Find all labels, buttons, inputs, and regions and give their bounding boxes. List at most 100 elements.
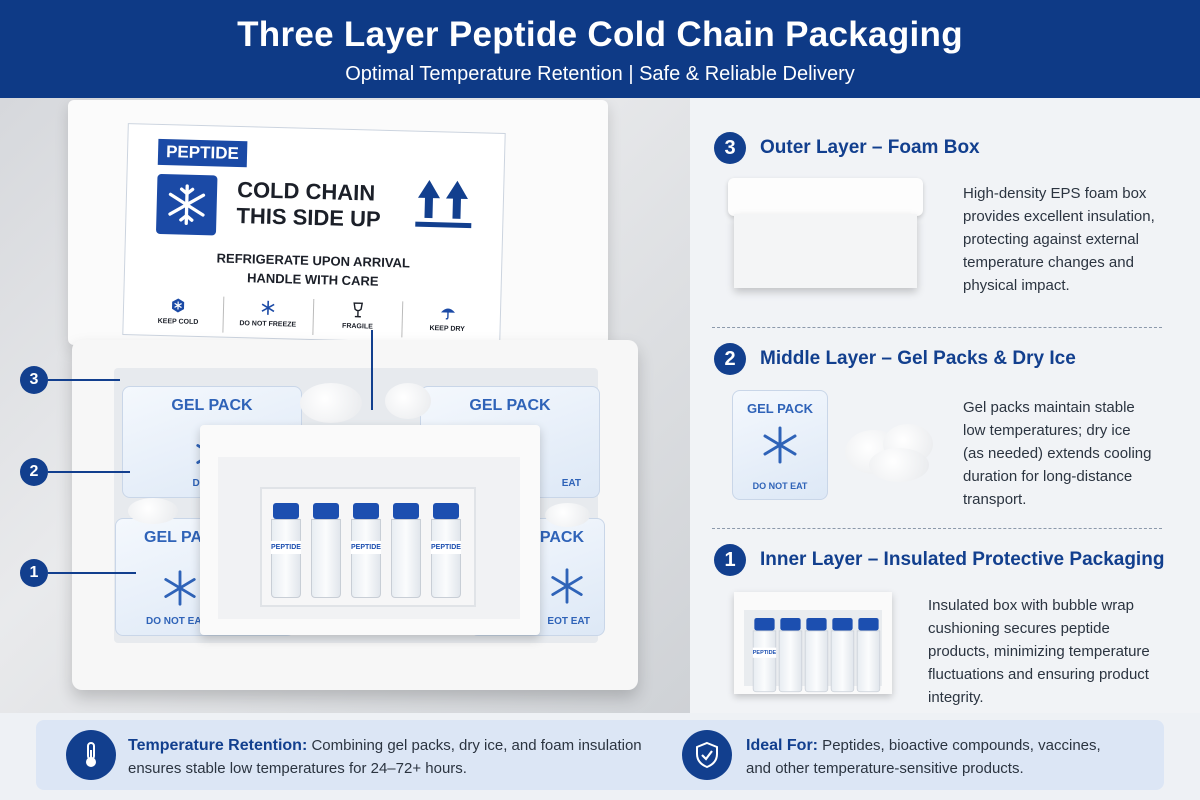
temperature-retention-text: Temperature Retention: Combining gel pac… xyxy=(128,734,642,780)
icon-label: KEEP DRY xyxy=(429,325,465,333)
vial-tray: PEPTIDE PEPTIDE PEPTIDE xyxy=(260,487,476,607)
umbrella-icon xyxy=(440,308,455,320)
text-line: transport. xyxy=(963,491,1027,508)
inner-box-image: PEPTIDE xyxy=(734,592,892,694)
dry-ice xyxy=(385,383,431,419)
heading-line-1: COLD CHAIN xyxy=(236,176,376,206)
peptide-vial xyxy=(390,503,422,598)
snowflake-icon xyxy=(551,568,583,604)
keep-dry-cell: KEEP DRY xyxy=(401,301,493,340)
section-description: Insulated box with bubble wrap cushionin… xyxy=(928,594,1150,709)
heading-line-2: THIS SIDE UP xyxy=(236,202,381,232)
gel-pack-warning: EOT EAT xyxy=(547,616,590,627)
foam-box-image xyxy=(728,178,923,290)
section-number: 2 xyxy=(714,343,746,375)
section-header-middle: 2 Middle Layer – Gel Packs & Dry Ice xyxy=(714,343,1076,375)
this-side-up-arrows-icon xyxy=(415,180,472,229)
vial-label: PEPTIDE xyxy=(752,647,777,658)
gel-pack-warning: DO NOT EAT xyxy=(146,616,207,627)
keep-cold-cell: KEEP COLD xyxy=(133,294,223,332)
text-line: low temperatures; dry ice xyxy=(963,422,1131,439)
icon-label: KEEP COLD xyxy=(157,317,199,327)
snowflake-icon xyxy=(261,300,275,315)
gel-pack-label: GEL PACK xyxy=(747,401,813,416)
text-line: High-density EPS foam box xyxy=(963,185,1147,202)
section-description: High-density EPS foam box provides excel… xyxy=(963,182,1155,297)
page-title: Three Layer Peptide Cold Chain Packaging xyxy=(237,15,963,54)
vial-label: PEPTIDE xyxy=(271,541,301,554)
text-line: Combining gel packs, dry ice, and foam i… xyxy=(307,737,642,754)
snowflake-icon xyxy=(155,173,218,236)
peptide-vial: PEPTIDE xyxy=(350,503,382,598)
dry-ice xyxy=(300,383,362,423)
text-line: products, minimizing temperature xyxy=(928,643,1150,660)
section-description: Gel packs maintain stable low temperatur… xyxy=(963,396,1151,511)
section-divider xyxy=(712,528,1162,529)
text-line: ensures stable low temperatures for 24–7… xyxy=(128,760,467,777)
text-line: temperature changes and xyxy=(963,254,1134,271)
section-number: 1 xyxy=(714,544,746,576)
callout-line xyxy=(48,572,136,574)
vial-label: PEPTIDE xyxy=(431,541,461,554)
page-subtitle: Optimal Temperature Retention | Safe & R… xyxy=(345,63,855,85)
icon-label: DO NOT FREEZE xyxy=(239,320,297,329)
callout-3: 3 xyxy=(20,366,48,394)
text-line: cushioning secures peptide xyxy=(928,620,1110,637)
section-title: Inner Layer – Insulated Protective Packa… xyxy=(760,549,1165,570)
text-line: (as needed) extends cooling xyxy=(963,445,1152,462)
gel-pack-warning: DO NOT EAT xyxy=(752,481,808,491)
text-line: protecting against external xyxy=(963,231,1139,248)
glass-icon xyxy=(353,302,363,318)
thermometer-icon xyxy=(66,730,116,780)
dry-ice-image xyxy=(835,416,945,486)
callout-line xyxy=(48,379,120,381)
ideal-for-label: Ideal For: xyxy=(746,737,819,754)
gel-pack-warning: EAT xyxy=(561,478,581,489)
gel-pack-image: GEL PACK DO NOT EAT xyxy=(732,390,828,500)
section-header-outer: 3 Outer Layer – Foam Box xyxy=(714,132,980,164)
cold-chain-heading: COLD CHAIN THIS SIDE UP xyxy=(236,177,382,233)
label-connector-line xyxy=(371,330,373,410)
callout-1: 1 xyxy=(20,559,48,587)
text-line: Peptides, bioactive compounds, vaccines, xyxy=(818,737,1101,754)
text-line: and other temperature-sensitive products… xyxy=(746,760,1024,777)
ideal-for-text: Ideal For: Peptides, bioactive compounds… xyxy=(746,734,1101,780)
gel-pack-label: GEL PACK xyxy=(469,397,551,414)
fragile-cell: FRAGILE xyxy=(311,298,403,338)
vial-label: PEPTIDE xyxy=(351,541,381,554)
callout-2: 2 xyxy=(20,458,48,486)
section-divider xyxy=(712,327,1162,328)
snowflake-icon xyxy=(763,426,797,464)
text-line: Insulated box with bubble wrap xyxy=(928,597,1134,614)
text-line: fluctuations and ensuring product xyxy=(928,666,1149,683)
dry-ice xyxy=(128,498,178,524)
header-banner: Three Layer Peptide Cold Chain Packaging… xyxy=(0,0,1200,98)
snowflake-icon xyxy=(164,570,196,606)
gel-pack-label: GEL PACK xyxy=(171,397,253,414)
icon-label: FRAGILE xyxy=(342,322,373,331)
gel-pack-label: PACK xyxy=(539,529,584,546)
text-line: Gel packs maintain stable xyxy=(963,399,1135,416)
dry-ice xyxy=(545,503,590,527)
snowflake-hexagon-icon xyxy=(172,298,185,313)
section-title: Outer Layer – Foam Box xyxy=(760,137,980,158)
section-number: 3 xyxy=(714,132,746,164)
do-not-freeze-cell: DO NOT FREEZE xyxy=(222,296,313,335)
temperature-retention-label: Temperature Retention: xyxy=(128,737,308,754)
text-line: integrity. xyxy=(928,689,984,706)
handling-icon-row: KEEP COLD DO NOT FREEZE FRAGILE KEEP DRY xyxy=(133,294,493,340)
peptide-vial: PEPTIDE xyxy=(430,503,462,598)
text-line: provides excellent insulation, xyxy=(963,208,1155,225)
peptide-vial: PEPTIDE xyxy=(270,503,302,598)
section-title: Middle Layer – Gel Packs & Dry Ice xyxy=(760,348,1076,369)
summary-bar: Temperature Retention: Combining gel pac… xyxy=(36,720,1164,790)
shipping-label: PEPTIDE COLD CHAIN THIS SIDE UP REFRIGER… xyxy=(122,123,506,345)
inner-insulated-box: PEPTIDE PEPTIDE PEPTIDE xyxy=(200,425,540,635)
callout-line xyxy=(48,471,130,473)
peptide-vial xyxy=(310,503,342,598)
text-line: duration for long-distance xyxy=(963,468,1133,485)
layer-details-panel: 3 Outer Layer – Foam Box High-density EP… xyxy=(690,98,1200,713)
text-line: physical impact. xyxy=(963,277,1070,294)
handling-instructions: REFRIGERATE UPON ARRIVAL HANDLE WITH CAR… xyxy=(125,246,502,294)
packaging-photo: PEPTIDE COLD CHAIN THIS SIDE UP REFRIGER… xyxy=(0,98,690,713)
